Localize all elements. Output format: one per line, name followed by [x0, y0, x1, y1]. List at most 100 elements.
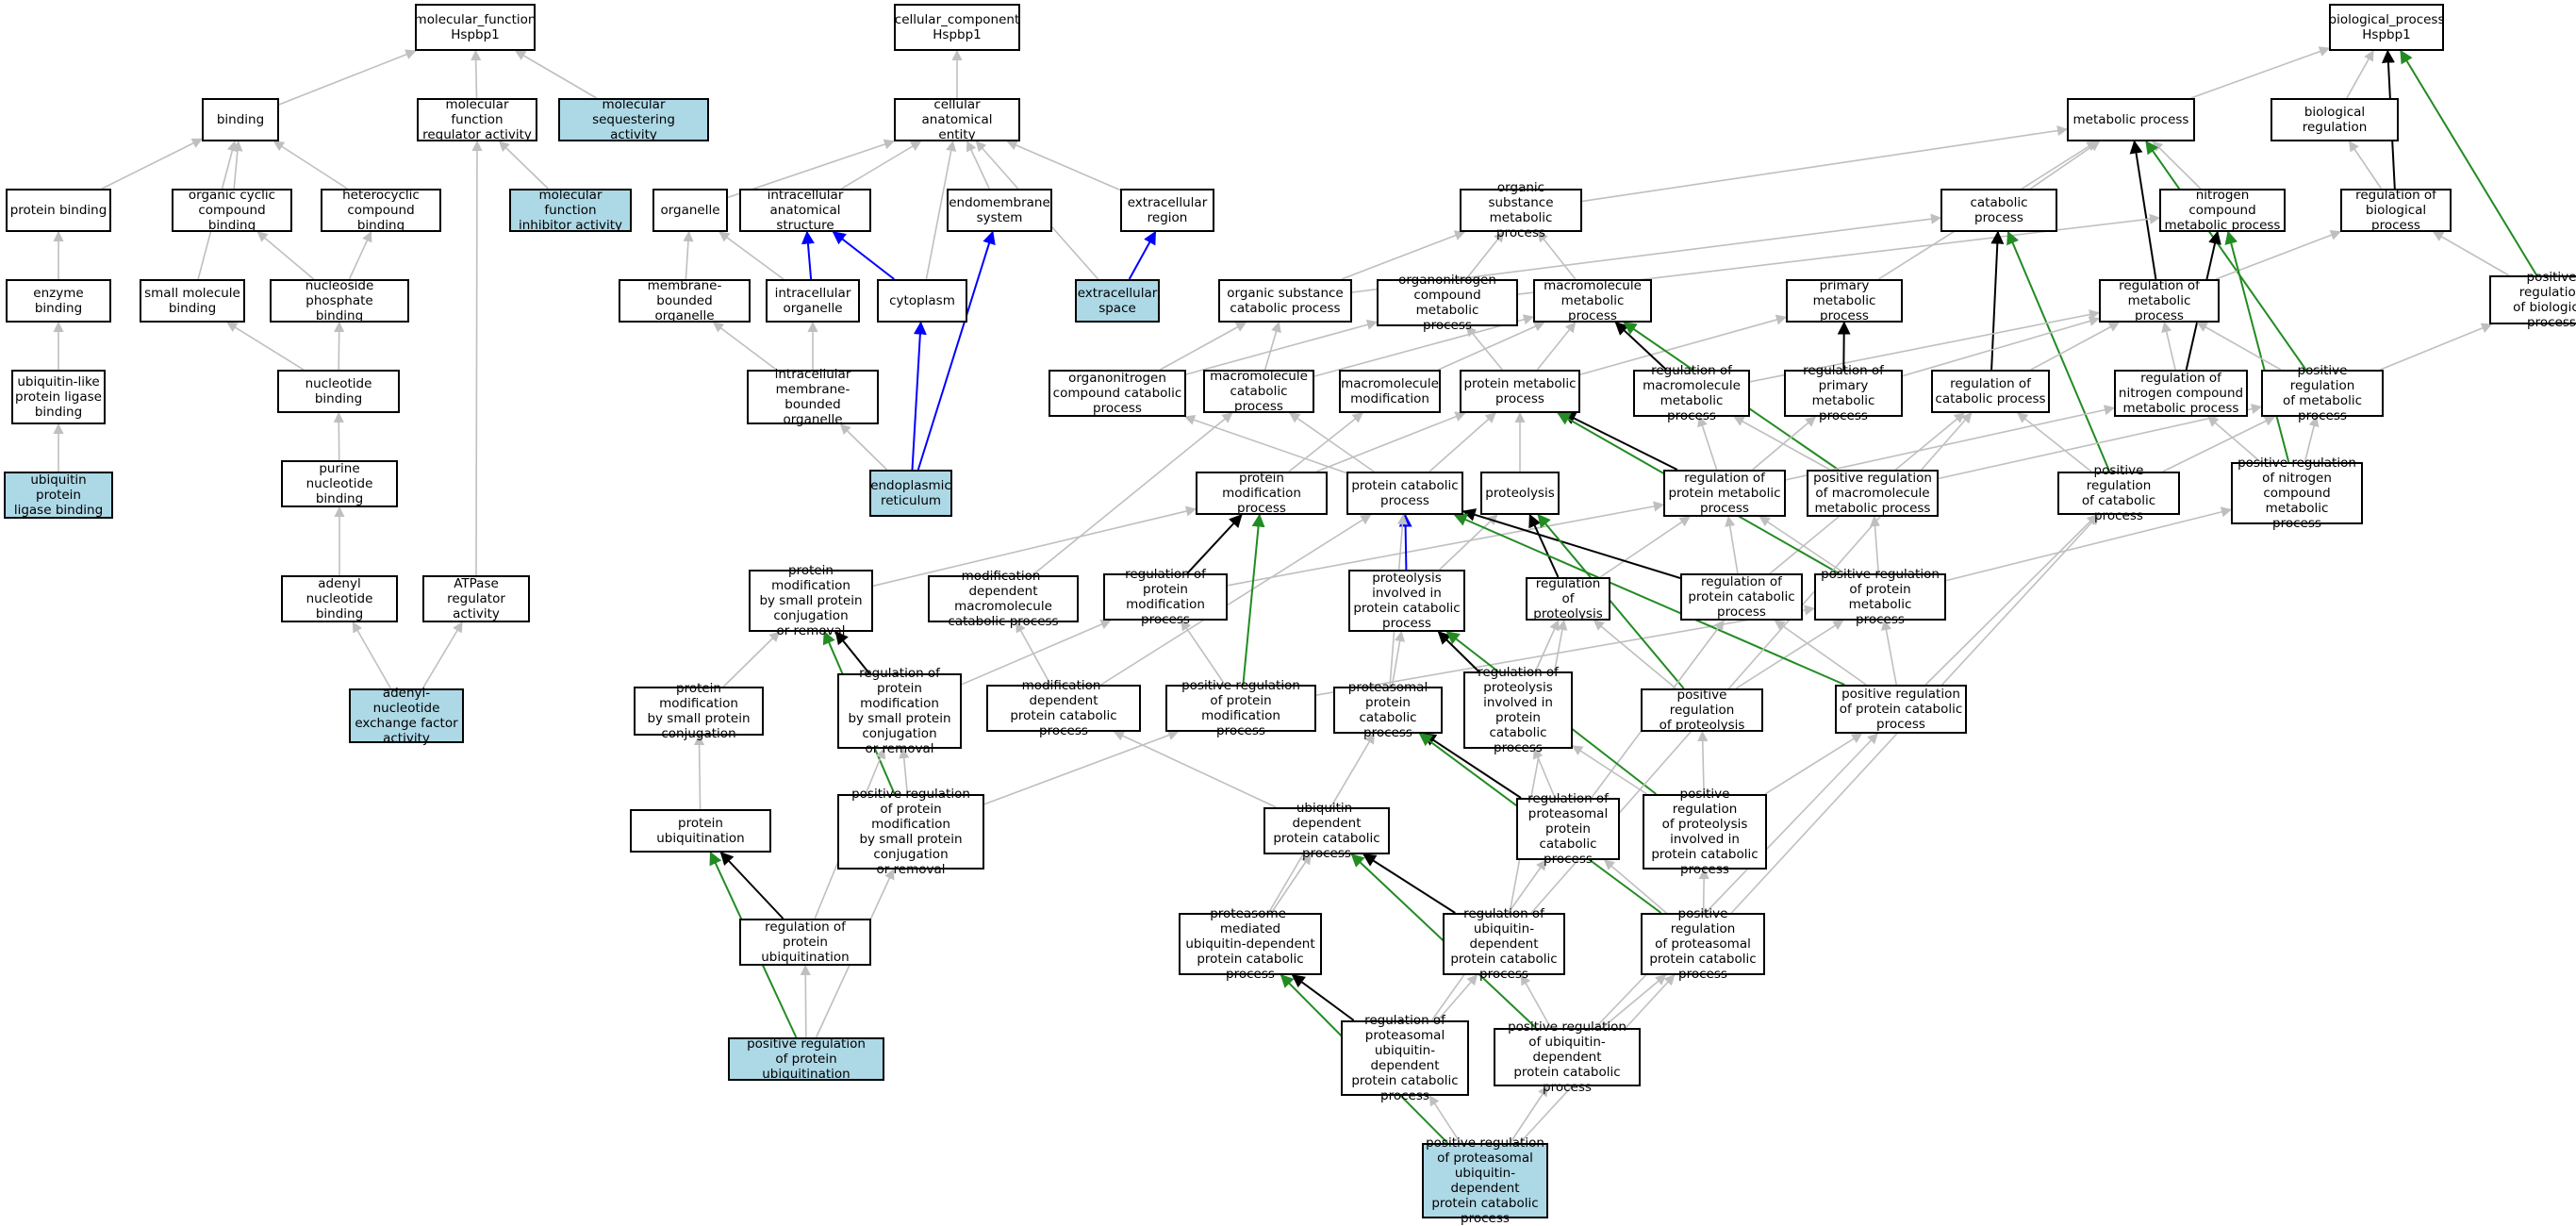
go-term-node: organonitrogen compound catabolic proces…: [1049, 370, 1186, 417]
edge-arrow-gray: [2207, 416, 2262, 463]
go-term-node: regulation of proteolysis: [1526, 576, 1610, 621]
go-term-node: cytoplasm: [877, 279, 967, 323]
edge-arrow-black: [719, 851, 784, 920]
go-term-node: protein catabolic process: [1346, 472, 1463, 515]
edge-arrow-gray: [1438, 321, 1545, 371]
edge-arrow-gray: [1509, 1085, 1549, 1144]
edge-arrow-green: [2224, 230, 2290, 463]
go-term-node: regulation of primary metabolic process: [1784, 363, 1903, 423]
edge-arrow-black: [1362, 853, 1456, 914]
go-term-node: metabolic process: [2067, 98, 2195, 141]
edge-arrow-blue: [911, 321, 927, 471]
go-term-node: molecular sequestering activity: [558, 97, 709, 142]
go-term-node: macromolecule catabolic process: [1203, 369, 1314, 414]
edge-arrow-gray: [1160, 322, 1247, 371]
go-term-node: regulation of proteasomal ubiquitin-depe…: [1341, 1013, 1469, 1103]
go-term-node: proteasomal protein catabolic process: [1333, 680, 1443, 740]
go-term-node: proteasome-mediated ubiquitin-dependent …: [1179, 906, 1322, 982]
edge-arrow-gray: [1428, 412, 1496, 472]
edge-arrow-gray: [1735, 620, 1844, 689]
edge-arrow-gray: [352, 621, 392, 689]
go-term-node: positive regulation of metabolic process: [2261, 363, 2384, 423]
edge-arrow-green: [1453, 513, 1845, 686]
go-term-node: regulation of protein modification proce…: [1103, 567, 1228, 627]
go-term-node: molecular function regulator activity: [417, 97, 537, 142]
go-term-node: regulation of protein metabolic process: [1663, 470, 1786, 517]
edge-arrow-gray: [1698, 868, 1709, 914]
go-term-node: membrane-bounded organelle: [619, 278, 751, 323]
edge-arrow-blue: [916, 230, 996, 471]
edge-arrow-gray: [2030, 141, 2101, 190]
go-term-node: protein binding: [6, 189, 111, 232]
edge-arrow-green: [1537, 513, 1685, 689]
edge-arrow-gray: [2346, 50, 2374, 99]
edge-arrow-gray: [2152, 141, 2202, 190]
edge-arrow-gray: [1593, 620, 1676, 689]
edge-arrow-gray: [1764, 733, 1863, 795]
go-term-node: organic cyclic compound binding: [172, 188, 292, 233]
edge-arrow-gray: [1924, 514, 2098, 686]
edge-arrow-gray: [1183, 415, 1347, 474]
go-term-node: positive regulation of proteasomal ubiqu…: [1422, 1135, 1548, 1226]
edge-arrow-gray: [226, 322, 305, 371]
go-term-node: extracellular region: [1120, 189, 1214, 232]
edge-arrow-gray: [800, 964, 811, 1038]
edge-arrow-gray: [1100, 514, 1372, 686]
go-term-node: organelle: [652, 189, 728, 232]
edge-arrow-gray: [1725, 515, 1739, 574]
go-term-node: nucleoside phosphate binding: [270, 278, 409, 323]
edge-arrow-gray: [1534, 619, 1560, 672]
go-term-node: ubiquitin protein ligase binding: [4, 472, 113, 519]
edge-arrow-gray: [2432, 231, 2510, 276]
go-term-node: ATPase regulator activity: [422, 575, 530, 622]
edge-arrow-blue: [801, 230, 815, 280]
edge-arrow-gray: [693, 734, 705, 810]
edge-arrow-gray: [1869, 515, 1881, 574]
edge-arrow-gray: [1289, 412, 1375, 472]
edge-arrow-gray: [1537, 231, 1577, 280]
edge-arrow-gray: [1439, 514, 1498, 571]
edge-arrow-gray: [1759, 516, 1845, 574]
go-term-node: proteolysis: [1480, 472, 1560, 515]
edge-arrow-gray: [1572, 745, 1648, 795]
edge-arrow-gray: [272, 141, 348, 190]
edge-arrow-gray: [839, 423, 888, 471]
edge-arrow-gray: [1181, 620, 1226, 686]
edge-arrow-gray: [278, 49, 417, 106]
go-term-node: organic substance catabolic process: [1218, 279, 1352, 323]
go-term-node: modification-dependent macromolecule cat…: [928, 569, 1079, 629]
edge-arrow-gray: [471, 49, 482, 99]
edge-arrow-gray: [1315, 605, 1816, 696]
edge-arrow-gray: [1006, 140, 1121, 191]
edge-arrow-gray: [1341, 230, 1466, 280]
go-term-node: molecular function inhibitor activity: [509, 188, 632, 233]
edge-arrow-gray: [1313, 314, 1535, 377]
edge-arrow-gray: [2161, 321, 2176, 371]
go-term-node: modification-dependent protein catabolic…: [986, 678, 1141, 738]
edge-arrow-green: [2400, 49, 2538, 276]
edge-arrow-gray: [2190, 46, 2331, 99]
go-term-node: regulation of proteasomal protein catabo…: [1516, 791, 1620, 867]
edge-arrow-gray: [1880, 619, 1897, 686]
edge-arrow-gray: [712, 322, 777, 371]
edge-arrow-gray: [1113, 731, 1277, 808]
edge-arrow-gray: [841, 141, 922, 190]
edge-arrow-black: [1990, 230, 2005, 371]
go-term-node: positive regulation of proteolysis invol…: [1643, 787, 1767, 877]
go-term-node: intracellular membrane-bounded organelle: [747, 367, 879, 427]
go-term-node: organic substance metabolic process: [1460, 180, 1582, 240]
go-term-node: protein ubiquitination: [630, 809, 771, 853]
edge-arrow-gray: [872, 505, 1197, 588]
edge-arrow-gray: [1263, 321, 1281, 371]
edge-arrow-gray: [1032, 412, 1233, 576]
go-term-node: positive regulation of protein catabolic…: [1835, 685, 1967, 734]
edge-arrow-gray: [1016, 621, 1051, 686]
go-term-node: protein modification by small protein co…: [634, 681, 764, 741]
go-term-node: adenyl nucleotide binding: [281, 575, 398, 622]
edge-arrow-gray: [1938, 404, 2263, 480]
go-term-node: enzyme binding: [6, 279, 111, 323]
go-term-node: biological_process Hspbp1: [2329, 4, 2445, 51]
go-term-node: positive regulation of biological proces…: [2489, 270, 2576, 330]
edge-arrow-gray: [2162, 416, 2276, 472]
edge-arrow-black: [1422, 733, 1522, 799]
